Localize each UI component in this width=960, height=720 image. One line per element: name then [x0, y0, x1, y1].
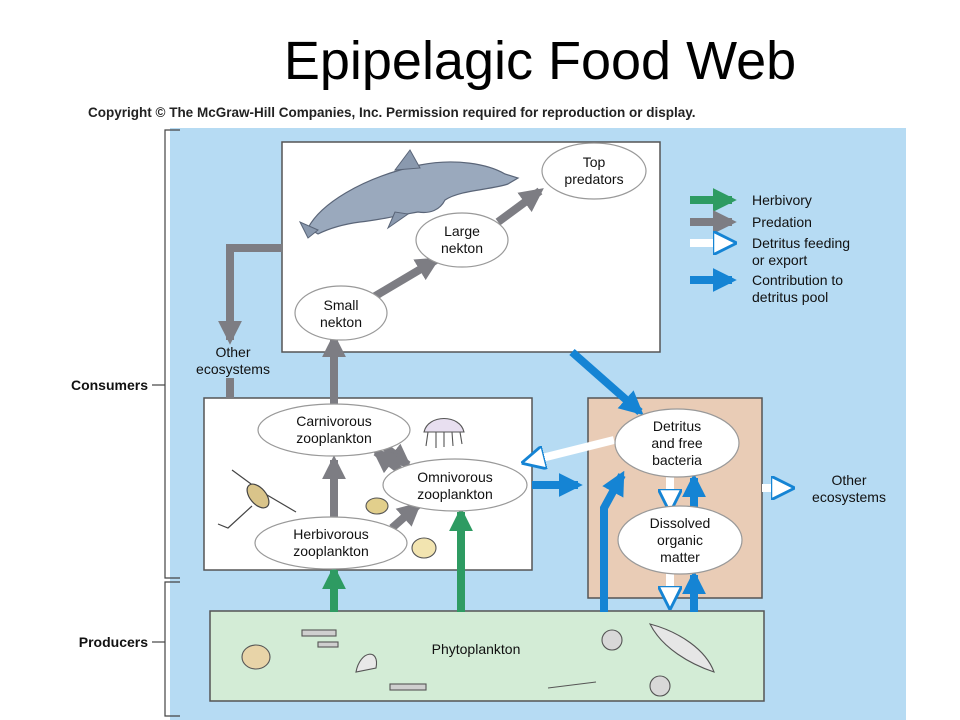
- producers-label: Producers: [79, 634, 148, 650]
- contribution-arrows: [532, 349, 706, 612]
- phytoplankton-box: [209, 610, 765, 702]
- svg-text:Predation: Predation: [752, 214, 812, 230]
- consumers-bracket: [152, 129, 180, 579]
- legend-predation: Predation: [690, 210, 812, 234]
- consumers-label: Consumers: [71, 377, 148, 393]
- ciliate-icon: [365, 497, 437, 559]
- page-title: Epipelagic Food Web: [283, 31, 797, 91]
- dolphin-icon: [298, 149, 520, 239]
- detritus-feeding-arrows: [526, 436, 790, 605]
- arrow-detritus-to-omnivorous: [526, 436, 615, 462]
- herbivory-arrows: [322, 507, 473, 612]
- arrow-nekton-to-detritus: [569, 349, 644, 416]
- arrow-small-to-large-nekton: [369, 256, 441, 302]
- jellyfish-icon: [423, 418, 465, 448]
- arrow-nekton-to-other-ecosystems: [218, 244, 282, 345]
- arrow-large-nekton-to-top: [495, 187, 544, 226]
- phytoplankton-label: Phytoplankton: [432, 641, 521, 657]
- arrow-phyto-to-detritus: [600, 470, 626, 612]
- phytoplankton-organisms-icon: [241, 623, 715, 697]
- arrow-herbivorous-to-omnivorous: [389, 501, 422, 531]
- producers-bracket: [152, 581, 180, 717]
- copyright-notice: Copyright © The McGraw-Hill Companies, I…: [88, 105, 696, 120]
- legend-herbivory: Herbivory: [690, 188, 812, 212]
- predation-arrows: [218, 187, 544, 531]
- svg-text:Herbivory: Herbivory: [752, 192, 812, 208]
- copepod-icon: [217, 469, 297, 529]
